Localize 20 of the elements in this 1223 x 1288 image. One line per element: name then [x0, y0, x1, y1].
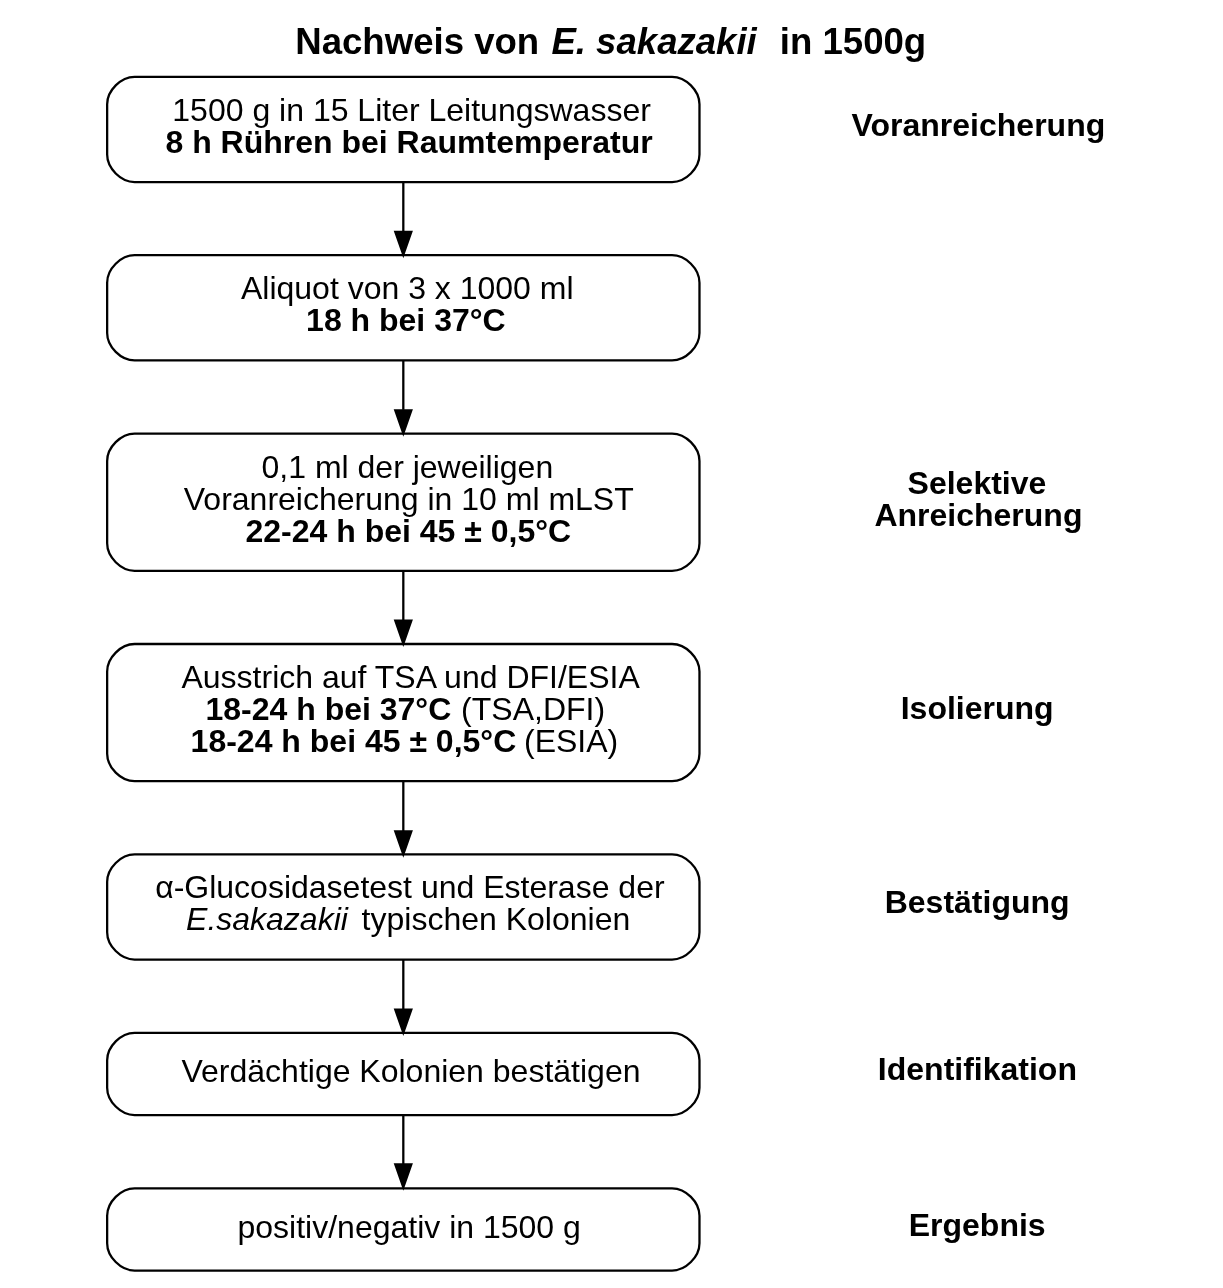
- node-box: positiv/negativ in 1500 g: [105, 1187, 701, 1272]
- label: Voranreicherung: [851, 106, 1105, 143]
- label: Ergebnis: [908, 1206, 1046, 1243]
- arrow: [393, 182, 413, 259]
- label: Identifikation: [877, 1051, 1077, 1088]
- label: Isolierung: [900, 689, 1054, 726]
- arrow: [393, 360, 413, 437]
- label: Selektive Anreicherung: [873, 464, 1082, 533]
- arrow: [393, 781, 413, 858]
- node-box: 1500 g in 15 Liter Leitungswasser 8 h Rühren bei Raumtemperatur: [105, 75, 701, 184]
- node-box: Aliquot von 3 x 1000 ml 18 h bei 37°C: [105, 254, 701, 362]
- node-box: 0,1 ml der jeweiligen Voranreicherung in 10 ml mLST 22-24 h bei 45 ± 0,5°C: [105, 432, 701, 572]
- diagram-title: Nachweis von E. sakazakii in 1500g: [294, 20, 926, 62]
- label: Bestätigung: [884, 884, 1070, 921]
- arrow: [393, 571, 413, 647]
- node-box: Ausstrich auf TSA und DFI/ESIA 18-24 h bei 37°C (TSA,DFI) 18-24 h bei 45 ± 0,5°C (ESIA): [105, 642, 701, 783]
- arrow: [393, 1115, 413, 1191]
- arrow: [393, 959, 413, 1037]
- node-box: α-Glucosidasetest und Esterase der E.sakazakii typischen Kolonien: [105, 853, 701, 961]
- node-box: Verdächtige Kolonien bestätigen: [105, 1031, 701, 1117]
